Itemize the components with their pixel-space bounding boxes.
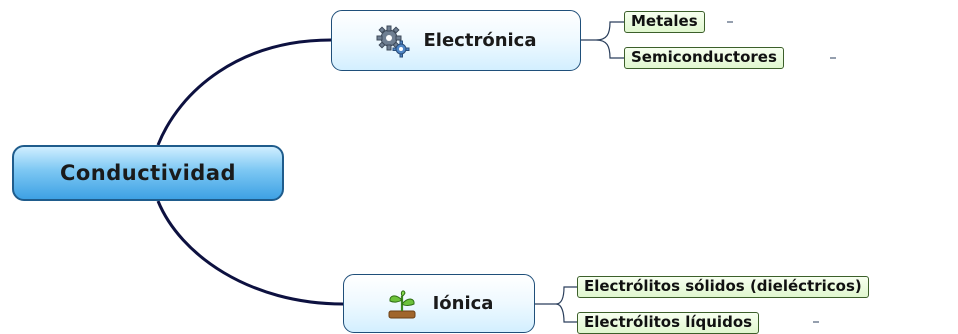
connector-root-electronica (156, 38, 332, 146)
branch-label-ionica: Iónica (432, 293, 494, 314)
gears-icon (376, 24, 410, 58)
leaf-node-electrolitos-solidos[interactable]: Electrólitos sólidos (dieléctricos) (577, 276, 869, 298)
leaf-node-metales[interactable]: Metales (624, 11, 705, 33)
branch-node-ionica[interactable]: Iónica (343, 274, 535, 333)
leaf-node-electrolitos-liquidos[interactable]: Electrólitos líquidos (577, 312, 760, 334)
connector-electronica-children (581, 21, 624, 59)
seedling-icon (385, 287, 419, 321)
branch-label-electronica: Electrónica (423, 30, 537, 51)
branch-node-electronica[interactable]: Electrónica (331, 10, 581, 71)
root-node[interactable]: Conductividad (12, 145, 284, 201)
root-label: Conductividad (59, 161, 237, 185)
leaf-node-semiconductores[interactable]: Semiconductores (624, 47, 784, 69)
connector-root-ionica (156, 200, 344, 306)
connector-ionica-children (535, 286, 577, 323)
